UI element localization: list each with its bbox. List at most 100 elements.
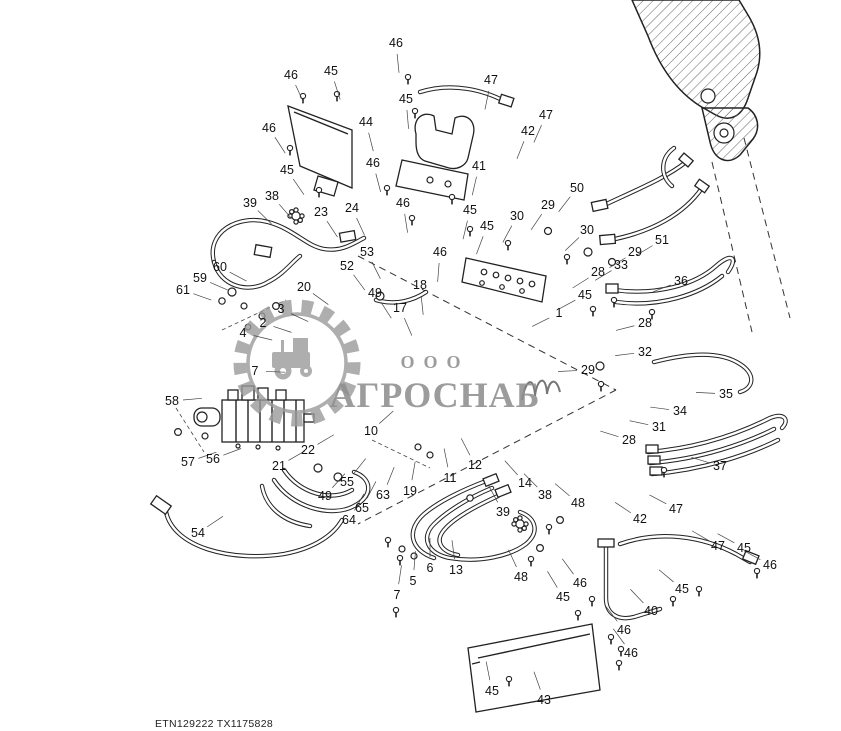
part-callout-24: 24 [345, 200, 359, 215]
part-callout-45: 45 [737, 540, 751, 555]
signature-squiggle [521, 379, 561, 401]
part-callout-46: 46 [433, 244, 447, 259]
part-callout-61: 61 [176, 282, 190, 297]
part-callout-38: 38 [265, 188, 279, 203]
part-callout-10: 10 [364, 423, 378, 438]
part-callout-60: 60 [213, 259, 227, 274]
part-callout-46: 46 [389, 35, 403, 50]
drawing-number: ETN129222 TX1175828 [155, 718, 273, 730]
part-callout-45: 45 [463, 202, 477, 217]
part-callout-21: 21 [272, 458, 286, 473]
clamp-bracket-41 [395, 113, 475, 201]
part-callout-53: 53 [360, 244, 374, 259]
excavator-boom-art [631, 0, 791, 333]
part-callout-46: 46 [624, 645, 638, 660]
tractor-icon [272, 338, 312, 380]
cover-plate-43 [467, 623, 601, 713]
part-callout-30: 30 [510, 208, 524, 223]
part-callout-4: 4 [239, 325, 247, 340]
part-callout-49: 49 [368, 285, 382, 300]
part-callout-46: 46 [366, 155, 380, 170]
part-callout-7: 7 [251, 363, 259, 378]
part-callout-37: 37 [713, 458, 727, 473]
part-callout-52: 52 [340, 258, 354, 273]
part-callout-47: 47 [539, 107, 553, 122]
part-callout-35: 35 [719, 386, 733, 401]
part-callout-29: 29 [581, 362, 595, 377]
part-callout-20: 20 [297, 279, 311, 294]
part-callout-63: 63 [376, 487, 390, 502]
part-callout-42: 42 [633, 511, 647, 526]
part-callout-45: 45 [556, 589, 570, 604]
part-callout-2: 2 [259, 315, 267, 330]
part-callout-46: 46 [396, 195, 410, 210]
part-callout-44: 44 [359, 114, 373, 129]
part-callout-28: 28 [622, 432, 636, 447]
part-callout-33: 33 [614, 257, 628, 272]
part-callout-14: 14 [518, 475, 532, 490]
part-callout-38: 38 [538, 487, 552, 502]
part-callout-46: 46 [284, 67, 298, 82]
leader-lines [182, 53, 761, 690]
alignment-lines [175, 255, 617, 525]
part-callout-47: 47 [484, 72, 498, 87]
part-callout-47: 47 [711, 538, 725, 553]
gear-logo-icon [233, 299, 361, 427]
part-callout-58: 58 [165, 393, 179, 408]
part-callout-28: 28 [638, 315, 652, 330]
part-callout-50: 50 [570, 180, 584, 195]
part-callout-29: 29 [541, 197, 555, 212]
part-callout-5: 5 [409, 573, 417, 588]
part-callout-45: 45 [399, 91, 413, 106]
part-callout-65: 65 [355, 500, 369, 515]
part-callout-36: 36 [674, 273, 688, 288]
part-callout-59: 59 [193, 270, 207, 285]
part-callout-31: 31 [652, 419, 666, 434]
part-callout-28: 28 [591, 264, 605, 279]
part-callout-29: 29 [628, 244, 642, 259]
part-callout-40: 40 [644, 603, 658, 618]
part-callout-11: 11 [443, 470, 457, 485]
part-callout-34: 34 [673, 403, 687, 418]
part-callout-45: 45 [578, 287, 592, 302]
fittings-art [149, 93, 711, 560]
mount-plate-1 [461, 257, 547, 303]
bracket-tube-40 [597, 538, 760, 566]
part-callout-46: 46 [573, 575, 587, 590]
part-callout-17: 17 [393, 300, 407, 315]
bracket-panel-44 [287, 104, 353, 197]
part-callout-13: 13 [449, 562, 463, 577]
part-callout-22: 22 [301, 442, 315, 457]
part-callout-46: 46 [763, 557, 777, 572]
part-callout-41: 41 [472, 158, 486, 173]
part-callout-19: 19 [403, 483, 417, 498]
part-callout-54: 54 [191, 525, 205, 540]
part-callout-45: 45 [480, 218, 494, 233]
part-callout-48: 48 [571, 495, 585, 510]
part-callout-45: 45 [675, 581, 689, 596]
part-callout-47: 47 [669, 501, 683, 516]
part-callout-64: 64 [342, 512, 356, 527]
part-callout-18: 18 [413, 277, 427, 292]
part-callout-12: 12 [468, 457, 482, 472]
part-callout-1: 1 [555, 305, 563, 320]
part-callout-45: 45 [324, 63, 338, 78]
part-callout-45: 45 [485, 683, 499, 698]
part-callout-48: 48 [514, 569, 528, 584]
part-callout-6: 6 [426, 560, 434, 575]
part-callout-55: 55 [340, 474, 354, 489]
part-callout-45: 45 [280, 162, 294, 177]
part-callout-32: 32 [638, 344, 652, 359]
part-callout-42: 42 [521, 123, 535, 138]
part-callout-51: 51 [655, 232, 669, 247]
part-callout-7: 7 [393, 587, 401, 602]
part-callout-39: 39 [243, 195, 257, 210]
part-callout-46: 46 [617, 622, 631, 637]
part-callout-23: 23 [314, 204, 328, 219]
part-callout-3: 3 [277, 301, 285, 316]
part-callout-43: 43 [537, 692, 551, 707]
part-callout-57: 57 [181, 454, 195, 469]
part-callout-49: 49 [318, 488, 332, 503]
